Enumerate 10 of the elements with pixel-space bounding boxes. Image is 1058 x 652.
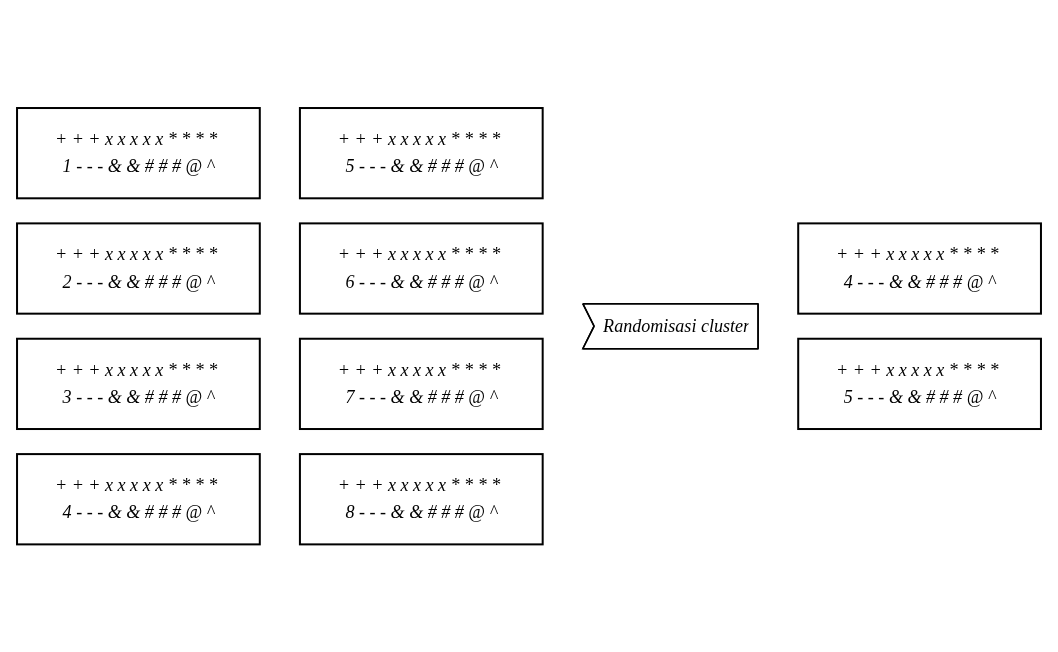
node-box: + + + x x x x x * * * * 2 - - - & & # # # @ ^ <box>16 222 261 315</box>
node-box: + + + x x x x x * * * * 5 - - - & & # # # @ ^ <box>797 337 1042 430</box>
node-box: + + + x x x x x * * * * 4 - - - & & # # # @ ^ <box>797 222 1042 315</box>
node-box: + + + x x x x x * * * * 4 - - - & & # # # @ ^ <box>16 452 261 546</box>
node-box: + + + x x x x x * * * * 5 - - - & & # # # @ ^ <box>298 106 544 200</box>
node-box: + + + x x x x x * * * * 6 - - - & & # # # @ ^ <box>298 222 544 315</box>
node-box: + + + x x x x x * * * * 8 - - - & & # # # @ ^ <box>298 452 544 546</box>
node-box: + + + x x x x x * * * * 3 - - - & & # # # @ ^ <box>16 337 261 430</box>
node-box: + + + x x x x x * * * * 7 - - - & & # # # @ ^ <box>298 337 544 430</box>
node-box: + + + x x x x x * * * * 1 - - - & & # # # @ ^ <box>16 106 261 200</box>
